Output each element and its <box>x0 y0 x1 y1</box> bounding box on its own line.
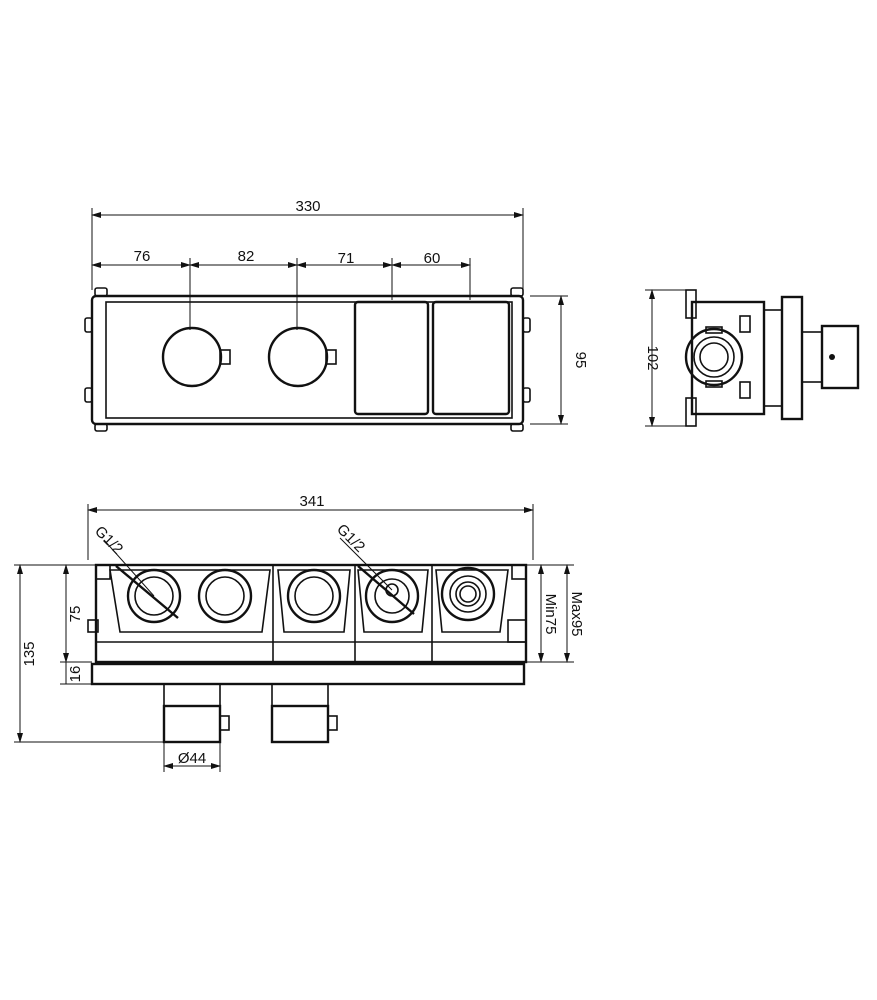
dim-max-depth <box>548 564 574 663</box>
dim-bottom-width <box>87 504 534 560</box>
dim-segment-1-label: 76 <box>134 248 151 265</box>
dim-plate-thickness-label: 16 <box>67 666 84 683</box>
front-inner-frame <box>105 301 513 419</box>
dim-overall-width <box>91 208 524 290</box>
front-knob-2 <box>267 326 337 388</box>
front-knob-1 <box>161 326 231 388</box>
front-outer-frame <box>90 294 525 426</box>
bottom-plate <box>90 662 526 686</box>
thread-right-label: G1/2 <box>333 521 368 556</box>
dim-max-depth-label: Max95 <box>568 591 585 636</box>
front-push-button-1 <box>353 300 430 416</box>
dim-total-depth-label: 135 <box>21 641 38 666</box>
dim-plate-thickness <box>60 662 92 685</box>
dim-side-height-label: 102 <box>644 345 661 370</box>
bottom-spindle-2 <box>270 683 338 744</box>
bottom-port-4 <box>357 565 420 624</box>
thread-left-label: G1/2 <box>91 523 126 558</box>
side-spindle <box>820 324 860 390</box>
dim-bottom-width-label: 341 <box>299 493 324 510</box>
dim-segment-4-label: 60 <box>424 250 441 267</box>
dim-segments <box>91 258 471 330</box>
dim-segment-3-label: 71 <box>338 250 355 267</box>
dim-depth <box>60 564 96 663</box>
bottom-port-5 <box>440 566 496 622</box>
bottom-housings <box>109 569 509 633</box>
side-flange <box>780 295 804 421</box>
front-lugs <box>84 287 531 432</box>
front-view: 330 76 82 71 60 95 <box>84 198 589 432</box>
dim-diameter <box>163 742 221 772</box>
dim-front-height-label: 95 <box>572 352 589 369</box>
dim-diameter-label: Ø44 <box>178 750 206 767</box>
bottom-port-1 <box>115 565 182 624</box>
side-view: 102 <box>644 289 860 427</box>
front-push-button-2 <box>431 300 511 416</box>
bottom-port-2 <box>197 568 253 624</box>
dim-overall-width-label: 330 <box>295 198 320 215</box>
dim-segment-2-label: 82 <box>238 248 255 265</box>
bottom-spindle-1 <box>162 683 230 744</box>
dim-side-height <box>645 289 690 427</box>
dim-min-depth-label: Min75 <box>542 594 559 635</box>
side-port <box>684 326 744 388</box>
dim-front-height <box>530 295 568 425</box>
bottom-body <box>94 563 528 664</box>
dim-total-depth <box>14 564 164 743</box>
bottom-port-3 <box>286 568 342 624</box>
dim-depth-label: 75 <box>67 606 84 623</box>
bottom-view: 341 G1/2 G1/2 75 16 135 <box>14 493 585 772</box>
